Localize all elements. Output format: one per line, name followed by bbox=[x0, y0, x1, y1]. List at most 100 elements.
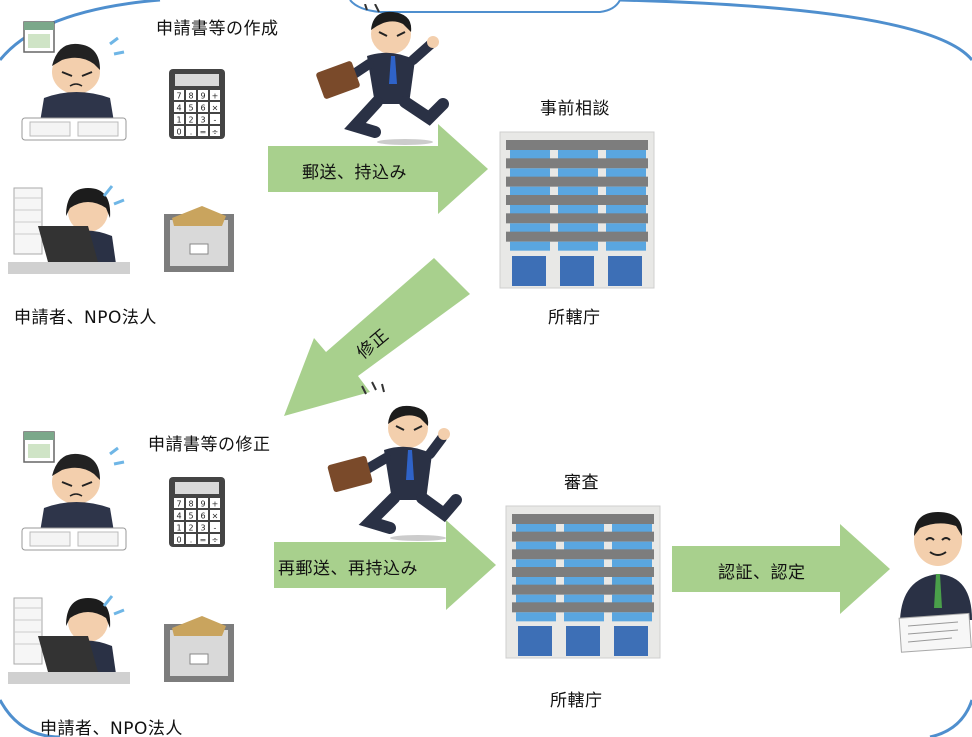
calculator-key-label: 1 bbox=[176, 524, 181, 533]
window bbox=[606, 150, 646, 159]
floor-band bbox=[506, 231, 648, 242]
window bbox=[606, 186, 646, 196]
office-title-review: 審査 bbox=[564, 473, 599, 493]
calculator-key bbox=[210, 102, 220, 112]
window bbox=[510, 205, 550, 214]
entrance-door bbox=[614, 626, 648, 656]
worried-woman-laptop-bottom bbox=[8, 595, 130, 684]
calculator-key bbox=[210, 498, 220, 508]
calculator-key-label: - bbox=[214, 524, 217, 533]
calculator-key-label: 5 bbox=[188, 512, 193, 521]
calculator-key bbox=[210, 90, 220, 100]
worried-woman-laptop-top bbox=[8, 185, 130, 274]
calculator-key-label: 6 bbox=[200, 104, 205, 113]
calculator-key bbox=[198, 102, 208, 112]
office-label-top: 所轄庁 bbox=[548, 308, 601, 328]
window bbox=[558, 168, 598, 178]
smiling-official bbox=[898, 512, 972, 653]
calculator-key-label: . bbox=[190, 536, 193, 545]
calculator-key bbox=[174, 522, 184, 532]
worried-clerk-bottom bbox=[21, 431, 127, 551]
calculator-key bbox=[186, 102, 196, 112]
calculator-key bbox=[174, 534, 184, 544]
arrow-mail-deliver bbox=[268, 124, 488, 214]
calculator-key bbox=[198, 126, 208, 136]
calculator-key-label: 7 bbox=[176, 500, 181, 509]
window bbox=[510, 186, 550, 196]
calculator-key-label: 6 bbox=[200, 512, 205, 521]
window bbox=[612, 524, 652, 533]
window bbox=[612, 541, 652, 551]
calculator-key-label: 7 bbox=[176, 92, 181, 101]
calculator-key-label: 1 bbox=[176, 116, 181, 125]
calculator-key-label: 0 bbox=[176, 128, 181, 137]
calculator-key-label: - bbox=[214, 116, 217, 125]
office-building-bottom bbox=[505, 505, 661, 659]
calculator-key-label: + bbox=[212, 500, 219, 509]
calculator-key bbox=[186, 126, 196, 136]
floor-band bbox=[512, 531, 654, 542]
calculator-key bbox=[186, 498, 196, 508]
window bbox=[606, 205, 646, 214]
task-label-revise: 申請書等の修正 bbox=[148, 435, 271, 455]
office-building-top bbox=[499, 131, 655, 289]
window bbox=[612, 612, 652, 622]
window bbox=[564, 594, 604, 604]
calculator-key bbox=[210, 510, 220, 520]
entrance-door bbox=[566, 626, 600, 656]
entrance-door bbox=[608, 256, 642, 286]
calculator-key bbox=[186, 114, 196, 124]
window bbox=[564, 577, 604, 586]
calculator-key-label: 2 bbox=[188, 116, 193, 125]
running-businessman-top bbox=[316, 4, 449, 145]
calculator-key bbox=[198, 534, 208, 544]
floor-band bbox=[512, 567, 654, 577]
window bbox=[612, 559, 652, 569]
office-label-bottom: 所轄庁 bbox=[550, 691, 603, 711]
window bbox=[564, 524, 604, 533]
window bbox=[564, 612, 604, 622]
calculator-key-label: ÷ bbox=[212, 128, 219, 137]
calculator-key bbox=[198, 90, 208, 100]
calculator-key bbox=[210, 114, 220, 124]
calculator-key-label: × bbox=[212, 512, 219, 521]
window bbox=[612, 594, 652, 604]
calculator-key bbox=[186, 534, 196, 544]
office-title-consultation: 事前相談 bbox=[540, 99, 610, 119]
calculator-key bbox=[198, 498, 208, 508]
window bbox=[510, 241, 550, 251]
calculator-key-label: 4 bbox=[176, 512, 181, 521]
window bbox=[516, 559, 556, 569]
calculator-key bbox=[210, 126, 220, 136]
floor-band bbox=[512, 602, 654, 613]
arrow-certify bbox=[672, 524, 890, 614]
window bbox=[510, 168, 550, 178]
floor-band bbox=[512, 514, 654, 524]
calculator-key bbox=[186, 90, 196, 100]
calculator-key-label: + bbox=[212, 92, 219, 101]
window bbox=[516, 612, 556, 622]
window bbox=[558, 223, 598, 233]
calculator-key-label: = bbox=[200, 128, 207, 137]
window bbox=[612, 577, 652, 586]
arrow-correction bbox=[284, 258, 470, 416]
calculator-key-label: × bbox=[212, 104, 219, 113]
calculator-key bbox=[210, 522, 220, 532]
file-cabinet-top bbox=[164, 206, 234, 272]
calculator-key-label: 0 bbox=[176, 536, 181, 545]
floor-band bbox=[506, 140, 648, 150]
calculator-key-label: 3 bbox=[200, 116, 205, 125]
calculator-key-label: 5 bbox=[188, 104, 193, 113]
calculator-key bbox=[174, 114, 184, 124]
floor-band bbox=[512, 584, 654, 595]
calculator-key bbox=[186, 522, 196, 532]
window bbox=[606, 168, 646, 178]
entrance-door bbox=[512, 256, 546, 286]
calculator-key bbox=[210, 534, 220, 544]
arrow-label-certify: 認証、認定 bbox=[718, 563, 806, 583]
calculator-key-label: 3 bbox=[200, 524, 205, 533]
floor-band bbox=[506, 195, 648, 205]
calculator-key bbox=[174, 510, 184, 520]
